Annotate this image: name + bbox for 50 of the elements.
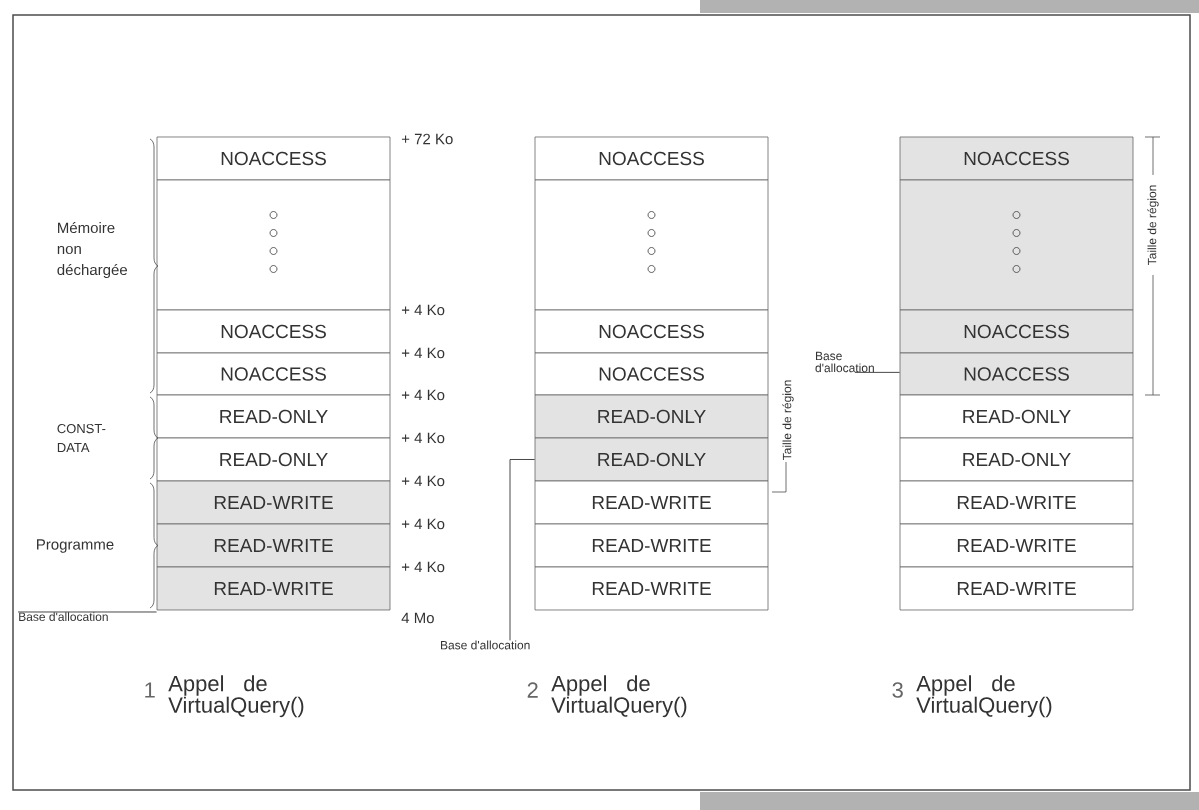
side-label: CONST-DATA — [57, 423, 106, 453]
region-size-label: Taille de région — [782, 380, 794, 461]
memory-page-cell: NOACCESS — [156, 352, 391, 396]
step-number: 3 — [892, 682, 903, 698]
memory-page-cell: READ-WRITE — [156, 566, 391, 611]
memory-page-cell: READ-ONLY — [899, 394, 1134, 439]
offset-label: + 4 Ko — [401, 475, 445, 487]
leader-line — [509, 459, 536, 641]
leader-line — [854, 371, 901, 373]
memory-page-cell: READ-WRITE — [156, 480, 391, 525]
memory-page-cell: READ-WRITE — [534, 566, 769, 611]
side-label: Mémoire non déchargée — [57, 221, 127, 279]
memory-page-cell: NOACCESS — [156, 136, 391, 181]
memory-page-cell: NOACCESS — [534, 136, 769, 181]
memory-page-cell: READ-WRITE — [899, 480, 1134, 525]
step-number: 1 — [145, 682, 155, 698]
caption: Appel de VirtualQuery() — [168, 675, 304, 718]
memory-page-cell: NOACCESS — [534, 309, 769, 354]
memory-page-cell: READ-ONLY — [534, 437, 769, 482]
offset-label: + 4 Ko — [401, 432, 445, 444]
offset-label: + 4 Ko — [401, 347, 445, 359]
memory-page-cell: NOACCESS — [899, 352, 1134, 396]
offset-label: + 4 Ko — [401, 561, 445, 573]
base-label: Base d'allocation — [19, 612, 108, 621]
memory-page-cell: READ-WRITE — [899, 566, 1134, 611]
address-label: 4 Mo — [401, 612, 434, 624]
memory-page-cell: NOACCESS — [899, 136, 1134, 181]
offset-label: + 4 Ko — [401, 389, 445, 401]
memory-page-cell: READ-ONLY — [534, 394, 769, 439]
memory-page-cell: READ-ONLY — [156, 437, 391, 482]
memory-page-cell: NOACCESS — [534, 352, 769, 396]
leader-line — [17, 611, 158, 613]
caption: Appel de VirtualQuery() — [916, 675, 1052, 718]
side-label: Programme — [37, 539, 114, 553]
memory-page-cell: NOACCESS — [156, 309, 391, 354]
base-label: Base d'allocation — [815, 351, 874, 373]
memory-page-cell: READ-ONLY — [899, 437, 1134, 482]
memory-page-cell: READ-WRITE — [899, 523, 1134, 568]
offset-label: + 4 Ko — [401, 518, 445, 530]
offset-label: + 72 Ko — [401, 133, 453, 145]
base-label: Base d'allocation — [441, 640, 530, 650]
memory-page-cell: READ-ONLY — [156, 394, 391, 439]
memory-page-cell: NOACCESS — [899, 309, 1134, 354]
region-size-label: Taille de région — [1147, 185, 1159, 266]
memory-page-cell: READ-WRITE — [156, 523, 391, 568]
memory-page-cell: READ-WRITE — [534, 523, 769, 568]
caption: Appel de VirtualQuery() — [551, 675, 687, 718]
memory-page-cell: READ-WRITE — [534, 480, 769, 525]
step-number: 2 — [527, 682, 538, 698]
offset-label: + 4 Ko — [401, 304, 445, 316]
